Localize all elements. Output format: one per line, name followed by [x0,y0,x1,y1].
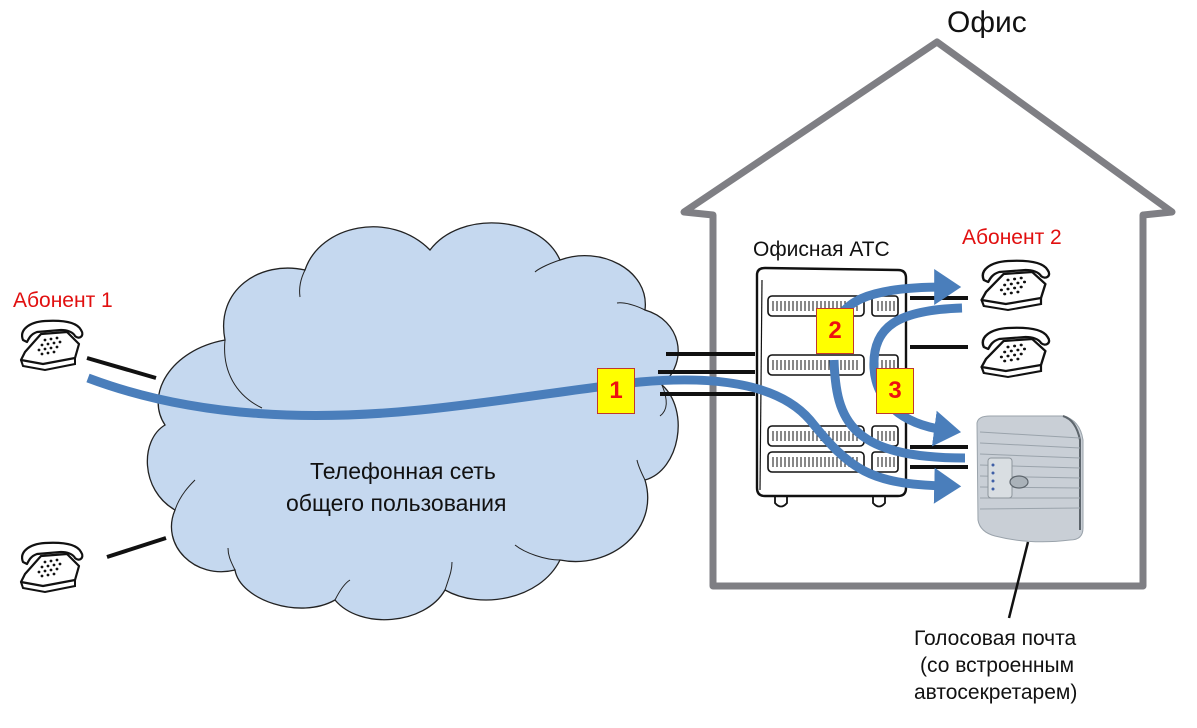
network-label-line2: общего пользования [286,490,507,516]
voicemail-label-line2: (со встроенным [920,654,1075,677]
phone-icon-subscriber2 [980,259,1051,312]
subscriber2-label: Абонент 2 [962,226,1062,249]
voicemail-callout-line [1007,541,1030,619]
step-badge-2: 2 [816,308,854,354]
phone-icon-subscriber1 [19,319,84,372]
line-subscriber1-to-network [86,356,157,380]
network-label-line1: Телефонная сеть [310,458,496,484]
flow-arrow-step3 [869,303,963,447]
pbx-label: Офисная АТС [753,238,890,261]
public-telephone-network-cloud [146,222,679,621]
extension-lines [910,296,968,469]
step-badge-1: 1 [597,368,635,414]
trunk-lines [658,352,755,396]
voicemail-label-line1: Голосовая почта [914,627,1077,650]
voicemail-device [976,415,1084,543]
voicemail-label-line3: автосекретарем) [914,681,1078,704]
subscriber1-label: Абонент 1 [13,289,113,312]
phone-icon-extension [980,326,1051,379]
line-phone3-to-network [106,536,167,559]
office-house-outline [680,38,1176,590]
flow-arrow-step2-to-voicemail [829,359,966,463]
phone-icon-network [19,541,84,594]
step-badge-3: 3 [876,368,914,414]
office-title: Офис [947,6,1027,39]
